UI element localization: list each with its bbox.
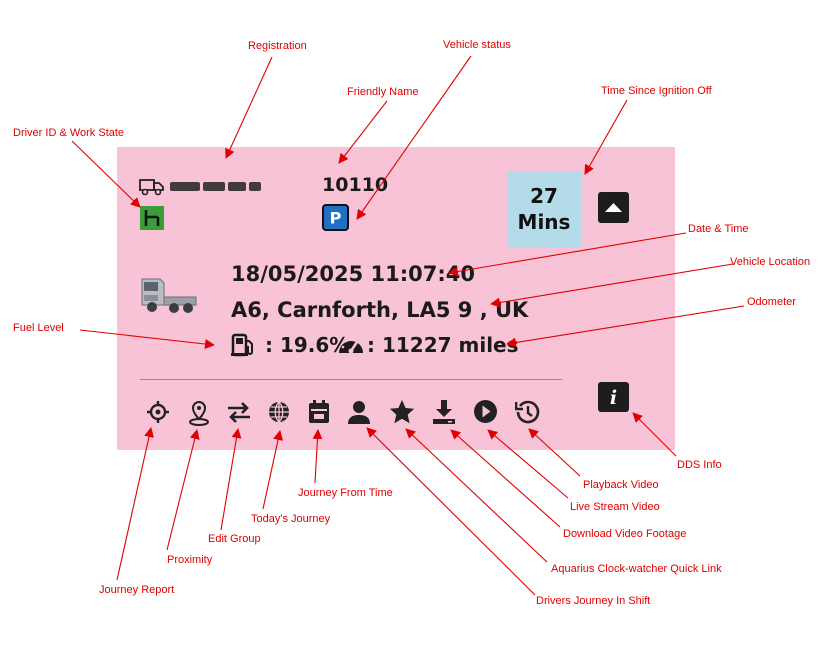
odometer: : 11227 miles — [367, 333, 519, 357]
swap-arrows-icon[interactable] — [226, 401, 252, 428]
annotation-odometer: Odometer — [747, 296, 796, 308]
work-state-icon — [140, 206, 164, 235]
person-icon[interactable] — [347, 400, 371, 429]
annotation-todays-journey: Today's Journey — [251, 513, 331, 525]
speedometer-icon — [337, 333, 365, 362]
location-pin-icon[interactable] — [187, 400, 211, 431]
annotation-proximity: Proximity — [167, 554, 213, 566]
time-unit: Mins — [517, 210, 571, 234]
annotation-friendly-name: Friendly Name — [347, 86, 419, 98]
svg-text:i: i — [610, 387, 617, 409]
annotation-aquarius: Aquarius Clock-watcher Quick Link — [551, 563, 722, 575]
annotation-live-stream: Live Stream Video — [570, 501, 660, 513]
play-icon[interactable] — [473, 399, 498, 429]
fuel-pump-icon — [230, 332, 256, 363]
annotation-dds-info: DDS Info — [677, 459, 722, 471]
parking-status-icon: P — [322, 204, 349, 236]
annotation-playback-video: Playback Video — [583, 479, 659, 491]
annotation-driver-id: Driver ID & Work State — [13, 127, 125, 139]
vehicle-card — [117, 147, 675, 450]
divider — [140, 379, 562, 380]
time-since-ignition: 27 Mins — [507, 171, 581, 247]
friendly-name: 10110 — [322, 174, 389, 196]
annotation-download-video: Download Video Footage — [563, 528, 687, 540]
vehicle-image — [138, 273, 200, 322]
star-icon[interactable] — [389, 399, 415, 430]
annotation-time-since-ignition: Time Since Ignition Off — [601, 85, 712, 97]
info-icon[interactable]: i — [598, 382, 629, 417]
truck-icon — [139, 178, 165, 201]
collapse-up-icon[interactable] — [598, 192, 629, 228]
calendar-icon[interactable] — [307, 399, 331, 430]
svg-text:P: P — [330, 209, 342, 228]
globe-icon[interactable] — [267, 400, 291, 429]
annotation-vehicle-location: Vehicle Location — [730, 256, 811, 268]
download-icon[interactable] — [432, 399, 456, 430]
annotation-edit-group: Edit Group — [208, 533, 261, 545]
fuel-level: : 19.6% — [265, 333, 350, 357]
annotation-journey-report: Journey Report — [99, 584, 175, 596]
annotation-fuel-level: Fuel Level — [13, 322, 64, 334]
date-time: 18/05/2025 11:07:40 — [231, 262, 476, 286]
annotation-registration: Registration — [248, 40, 307, 52]
history-icon[interactable] — [514, 399, 541, 430]
annotation-vehicle-status: Vehicle status — [443, 39, 511, 51]
vehicle-location: A6, Carnforth, LA5 9 , UK — [231, 298, 529, 322]
annotation-journey-from-time: Journey From Time — [298, 487, 393, 499]
annotation-drivers-journey: Drivers Journey In Shift — [536, 595, 651, 607]
annotation-date-time: Date & Time — [688, 223, 749, 235]
registration-redacted — [170, 178, 266, 192]
crosshair-icon[interactable] — [146, 400, 170, 429]
time-value: 27 — [530, 184, 558, 208]
